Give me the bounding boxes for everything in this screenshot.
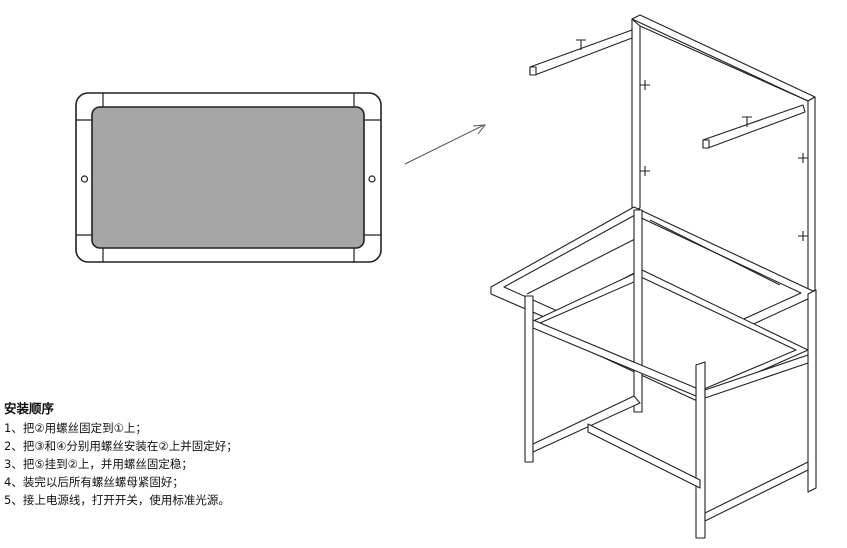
instruction-step-3: 3、把⑤挂到②上，并用螺丝固定稳； [4,457,193,471]
instruction-step-5: 5、接上电源线，打开开关，使用标准光源。 [4,493,230,507]
install-arrow [404,124,487,165]
instruction-step-2: 2、把③和④分别用螺丝安装在②上并固定好； [4,439,238,453]
mount-hole-left [80,175,89,183]
panel-screen [91,106,365,249]
instruction-step-1: 1、把②用螺丝固定到①上； [4,421,147,435]
light-panel [75,92,382,263]
assembly-instructions: 安装顺序 1、把②用螺丝固定到①上； 2、把③和④分别用螺丝安装在②上并固定好；… [4,400,238,509]
instruction-step-4: 4、装完以后所有螺丝螺母紧固好； [4,475,184,489]
stand-frame [490,14,817,539]
mount-hole-right [368,175,376,183]
instructions-title: 安装顺序 [4,401,55,416]
